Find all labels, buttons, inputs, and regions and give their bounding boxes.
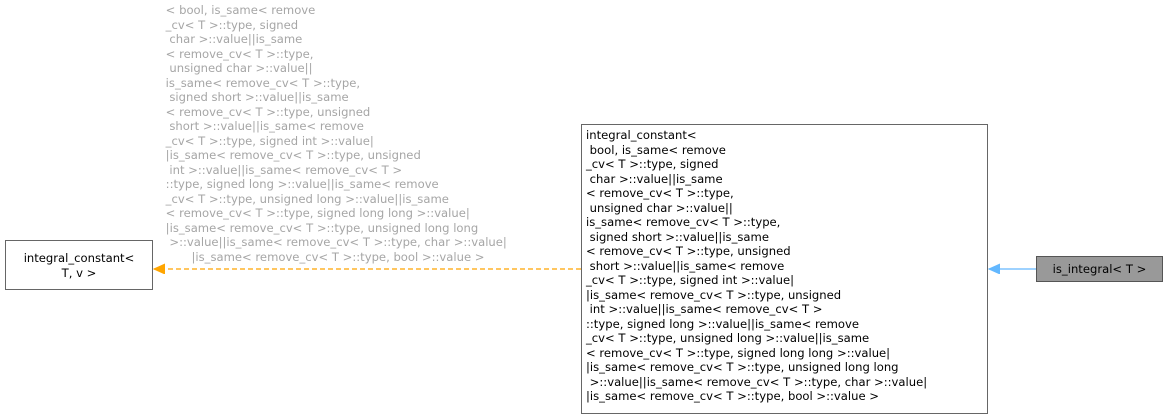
current-class-node: is_integral< T >: [1036, 256, 1163, 282]
text-line: |is_same< remove_cv< T >::type, bool >::…: [162, 249, 485, 264]
text-line: is_integral< T >: [1052, 262, 1147, 276]
text-line: ::type, signed long >::value||is_same< r…: [162, 177, 439, 191]
text-line: integral_constant<: [586, 128, 697, 142]
text-line: signed short >::value||is_same: [586, 229, 769, 244]
text-line: int >::value||is_same< remove_cv< T >: [162, 162, 403, 177]
text-line: char >::value||is_same: [586, 171, 723, 186]
text-line: _cv< T >::type, unsigned long >::value||…: [586, 331, 870, 345]
text-line: short >::value||is_same< remove: [586, 258, 785, 273]
text-line: < remove_cv< T >::type, unsigned: [162, 104, 371, 119]
text-line: bool, is_same< remove: [586, 142, 726, 157]
text-line: _cv< T >::type, unsigned long >::value||…: [162, 191, 449, 206]
text-line: < bool, is_same< remove: [162, 3, 316, 17]
text-line: _cv< T >::type, signed: [162, 17, 299, 32]
template-argument-label: < bool, is_same< remove _cv< T >::type, …: [162, 3, 574, 264]
text-line: unsigned char >::value||: [162, 61, 313, 75]
text-line: is_same< remove_cv< T >::type,: [586, 215, 781, 229]
text-line: short >::value||is_same< remove: [162, 119, 364, 133]
text-line: |is_same< remove_cv< T >::type, unsigned…: [586, 360, 899, 374]
text-line: >::value||is_same< remove_cv< T >::type,…: [162, 235, 507, 249]
text-line: int >::value||is_same< remove_cv< T >: [586, 302, 823, 316]
text-line: _cv< T >::type, signed: [586, 157, 719, 171]
text-line: char >::value||is_same: [162, 32, 303, 46]
base-class-node[interactable]: integral_constant<T, v >: [5, 240, 153, 290]
text-line: < remove_cv< T >::type, signed long long…: [162, 206, 470, 220]
text-line: >::value||is_same< remove_cv< T >::type,…: [586, 374, 928, 389]
text-line: _cv< T >::type, signed int >::value|: [586, 273, 795, 287]
text-line: |is_same< remove_cv< T >::type, bool >::…: [586, 389, 880, 403]
intermediate-class-node[interactable]: integral_constant< bool, is_same< remove…: [581, 124, 988, 414]
text-line: < remove_cv< T >::type,: [162, 46, 314, 61]
text-line: is_same< remove_cv< T >::type,: [162, 75, 361, 90]
text-line: < remove_cv< T >::type, signed long long…: [586, 345, 891, 360]
text-line: < remove_cv< T >::type, unsigned: [586, 244, 791, 258]
text-line: < remove_cv< T >::type,: [586, 186, 734, 200]
text-line: |is_same< remove_cv< T >::type, unsigned: [586, 287, 842, 302]
text-line: |is_same< remove_cv< T >::type, unsigned: [162, 148, 421, 162]
text-line: integral_constant<: [23, 251, 135, 265]
text-line: unsigned char >::value||: [586, 200, 733, 215]
text-line: T, v >: [61, 265, 97, 280]
text-line: signed short >::value||is_same: [162, 90, 349, 104]
text-line: _cv< T >::type, signed int >::value|: [162, 133, 374, 148]
text-line: |is_same< remove_cv< T >::type, unsigned…: [162, 220, 479, 235]
text-line: ::type, signed long >::value||is_same< r…: [586, 316, 859, 331]
